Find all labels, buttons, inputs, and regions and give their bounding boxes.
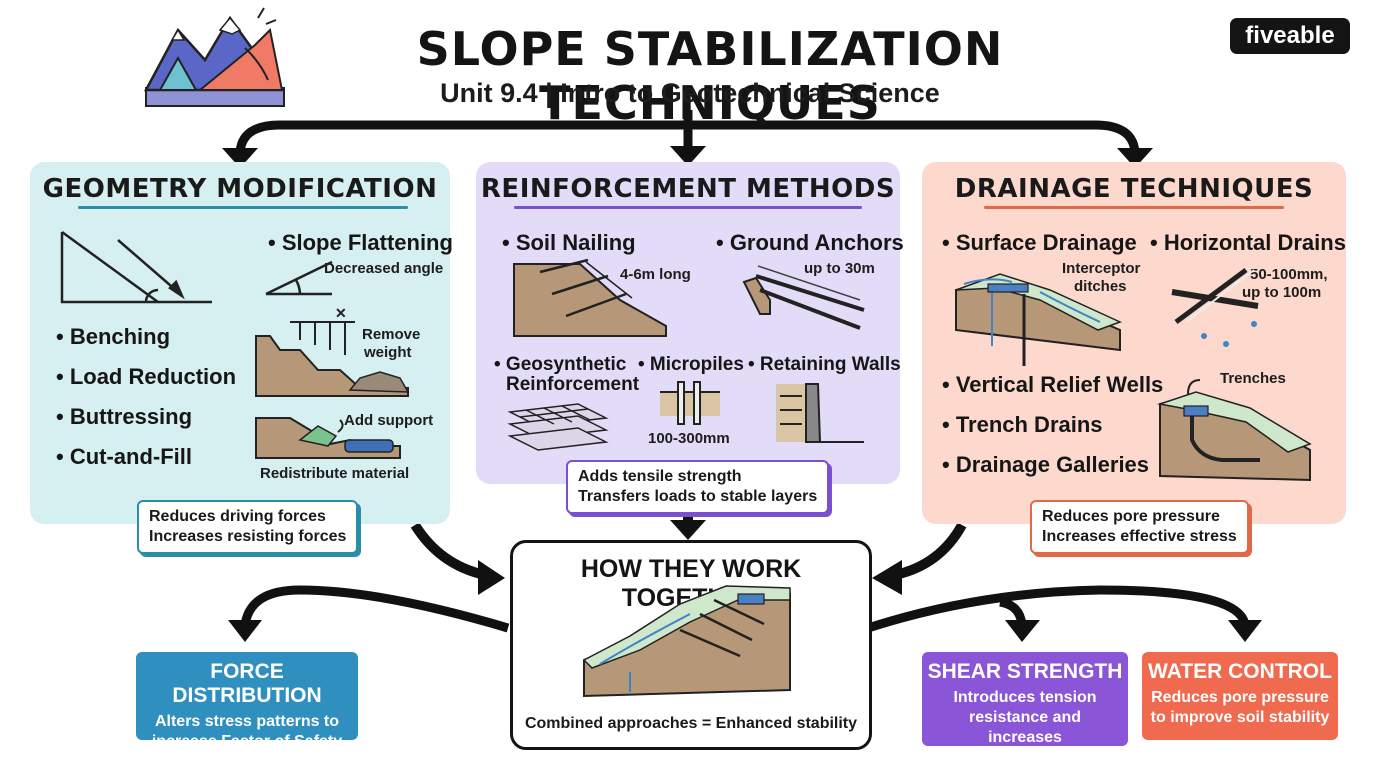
force-distribution-desc-1: Alters stress patterns to: [154, 713, 340, 730]
geometry-summary-line-1: Reduces driving forces: [149, 508, 326, 525]
vertical-relief-wells-label: • Vertical Relief Wells: [942, 372, 1164, 397]
micropiles-label: • Micropiles: [638, 354, 744, 375]
surface-drainage-label: • Surface Drainage: [942, 230, 1137, 255]
horizontal-drains-label: • Horizontal Drains: [1150, 230, 1346, 255]
arrow-head-left: [222, 148, 258, 168]
reinforcement-title: REINFORCEMENT METHODS: [480, 174, 896, 204]
cut-and-fill-label: • Cut-and-Fill: [56, 444, 193, 469]
geosynthetic-label-2: Reinforcement: [506, 374, 640, 395]
drainage-summary: Reduces pore pressure Increases effectiv…: [1030, 500, 1249, 554]
shear-strength-desc-2: resistance and increases: [968, 709, 1082, 746]
remove-weight-note-2: weight: [364, 344, 412, 361]
reinforcement-summary: Adds tensile strength Transfers loads to…: [566, 460, 830, 514]
geometry-panel: GEOMETRY MODIFICATION • Slope Flattening…: [30, 162, 453, 524]
drainage-summary-line-1: Reduces pore pressure: [1042, 508, 1220, 525]
water-control-title: WATER CONTROL: [1148, 660, 1332, 683]
page-subtitle: Unit 9.4 | Intro to Geotechnical Science: [440, 78, 940, 108]
ground-anchors-note: up to 30m: [804, 260, 875, 277]
center-caption: Combined approaches = Enhanced stability: [524, 715, 858, 732]
horizontal-note-1: 50-100mm,: [1250, 266, 1328, 283]
shear-strength-box: SHEAR STRENGTH Introduces tension resist…: [922, 652, 1128, 766]
arrow-to-shear-water: [866, 585, 1250, 633]
retaining-walls-label: • Retaining Walls: [748, 354, 901, 375]
interceptor-note-1: Interceptor: [1062, 260, 1141, 277]
slope-flattening-label: • Slope Flattening: [268, 230, 453, 255]
shear-strength-title: SHEAR STRENGTH: [927, 660, 1123, 683]
water-control-box: WATER CONTROL Reduces pore pressure to i…: [1142, 652, 1338, 740]
arrow-drain-to-center: [893, 522, 967, 580]
soil-nailing-label: • Soil Nailing: [502, 230, 636, 255]
drainage-panel: DRAINAGE TECHNIQUES • Surface Drainage I…: [922, 162, 1346, 524]
benching-label: • Benching: [56, 324, 171, 349]
arrow-to-force: [240, 585, 510, 633]
water-control-desc-2: to improve soil stability: [1150, 709, 1330, 726]
arrow-head-center: [670, 146, 706, 166]
reinforcement-underline: [514, 206, 862, 209]
drainage-summary-line-2: Increases effective stress: [1042, 528, 1237, 545]
reinforcement-summary-line-2: Transfers loads to stable layers: [578, 488, 818, 505]
buttressing-label: • Buttressing: [56, 404, 193, 429]
force-distribution-box: FORCE DISTRIBUTION Alters stress pattern…: [136, 652, 358, 750]
geometry-underline: [78, 206, 408, 209]
center-title: HOW THEY WORK TOGETHER: [580, 555, 802, 612]
geometry-summary: Reduces driving forces Increases resisti…: [137, 500, 359, 554]
soil-nailing-note: 4-6m long: [620, 266, 691, 283]
force-distribution-desc-2: increase Factor of Safety: [151, 733, 343, 750]
ground-anchors-label: • Ground Anchors: [716, 230, 904, 255]
reinforcement-summary-line-1: Adds tensile strength: [578, 468, 742, 485]
shear-strength-desc-3: effective stress: [966, 749, 1084, 766]
drainage-galleries-label: • Drainage Galleries: [942, 452, 1150, 477]
page-title: SLOPE STABILIZATION TECHNIQUES: [416, 22, 1004, 130]
arrow-geo-to-center: [410, 522, 487, 580]
center-box: HOW THEY WORK TOGETHER Combined approach…: [510, 540, 872, 750]
load-reduction-label: • Load Reduction: [56, 364, 237, 389]
geometry-title: GEOMETRY MODIFICATION: [42, 174, 438, 204]
drainage-title: DRAINAGE TECHNIQUES: [954, 174, 1314, 204]
brand-logo: fiveable: [1230, 18, 1350, 54]
trenches-note: Trenches: [1220, 370, 1286, 387]
force-distribution-title: FORCE DISTRIBUTION: [172, 660, 322, 707]
interceptor-note-2: ditches: [1074, 278, 1127, 295]
geosynthetic-label-1: • Geosynthetic: [494, 354, 627, 375]
geometry-summary-line-2: Increases resisting forces: [149, 528, 347, 545]
water-control-desc-1: Reduces pore pressure: [1151, 689, 1329, 706]
decreased-angle-note: Decreased angle: [324, 260, 444, 277]
trench-drains-label: • Trench Drains: [942, 412, 1103, 437]
drainage-underline: [984, 206, 1284, 209]
reinforcement-panel: REINFORCEMENT METHODS • Soil Nailing 4-6…: [476, 162, 904, 484]
shear-strength-desc-1: Introduces tension: [953, 689, 1097, 706]
redistribute-note: Redistribute material: [260, 465, 410, 482]
remove-weight-note-1: Remove: [362, 326, 421, 343]
horizontal-note-2: up to 100m: [1242, 284, 1322, 301]
arrow-head-right: [1117, 148, 1153, 168]
micropiles-note: 100-300mm: [648, 430, 730, 447]
add-support-note: Add support: [344, 412, 434, 429]
